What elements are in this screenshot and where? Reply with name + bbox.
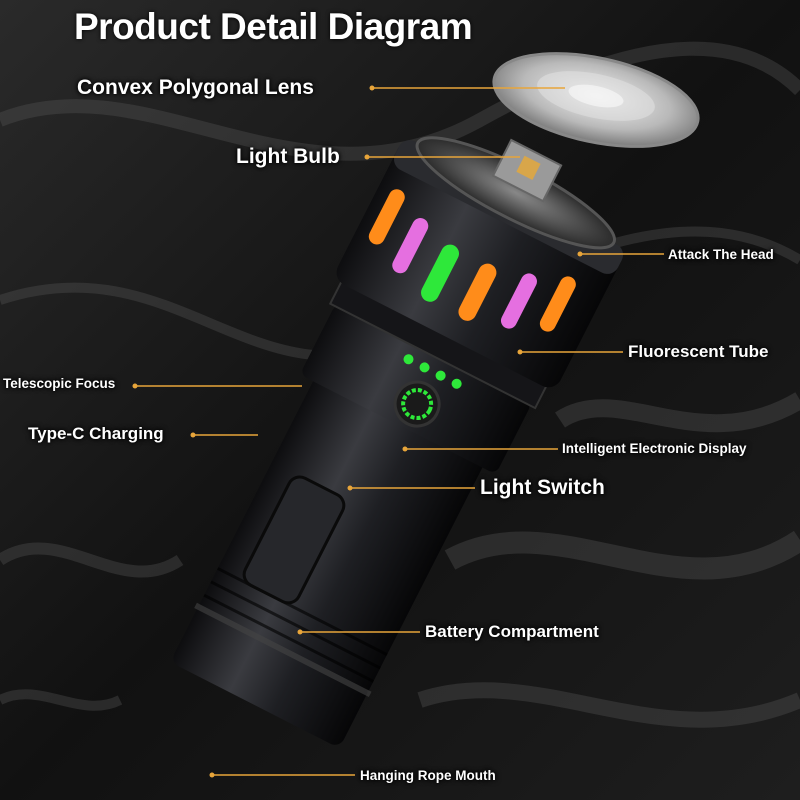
leader-telescopic-focus-dot	[132, 383, 138, 389]
leader-electronic-display-dot	[402, 446, 408, 452]
fluorescent-tubes	[368, 189, 576, 332]
leader-fluorescent-tube-dot	[517, 349, 523, 355]
flashlight	[173, 136, 624, 745]
leader-convex-lens-dot	[369, 85, 375, 91]
leader-lines	[132, 85, 664, 778]
leader-attack-head-dot	[577, 251, 583, 257]
label-fluorescent-tube: Fluorescent Tube	[628, 342, 769, 361]
light-switch	[393, 380, 441, 428]
label-electronic-display: Intelligent Electronic Display	[562, 441, 747, 456]
label-light-bulb: Light Bulb	[236, 145, 340, 168]
leader-type-c-charging-dot	[190, 432, 196, 438]
label-type-c-charging: Type-C Charging	[28, 424, 164, 443]
battery-indicator	[403, 354, 462, 389]
label-light-switch: Light Switch	[480, 476, 605, 499]
label-telescopic-focus: Telescopic Focus	[3, 376, 116, 391]
label-hanging-rope-mouth: Hanging Rope Mouth	[360, 768, 496, 783]
convex-lens	[492, 52, 700, 148]
label-attack-head: Attack The Head	[668, 247, 774, 262]
leader-battery-compartment-dot	[297, 629, 303, 635]
tail-cap	[173, 603, 368, 745]
label-battery-compartment: Battery Compartment	[425, 622, 599, 641]
led-bulb	[491, 138, 563, 203]
diagram-title: Product Detail Diagram	[74, 6, 473, 47]
battery-window	[242, 475, 346, 605]
leader-light-switch-dot	[347, 485, 353, 491]
label-convex-lens: Convex Polygonal Lens	[77, 76, 314, 99]
leader-hanging-rope-mouth-dot	[209, 772, 215, 778]
leader-light-bulb-dot	[364, 154, 370, 160]
